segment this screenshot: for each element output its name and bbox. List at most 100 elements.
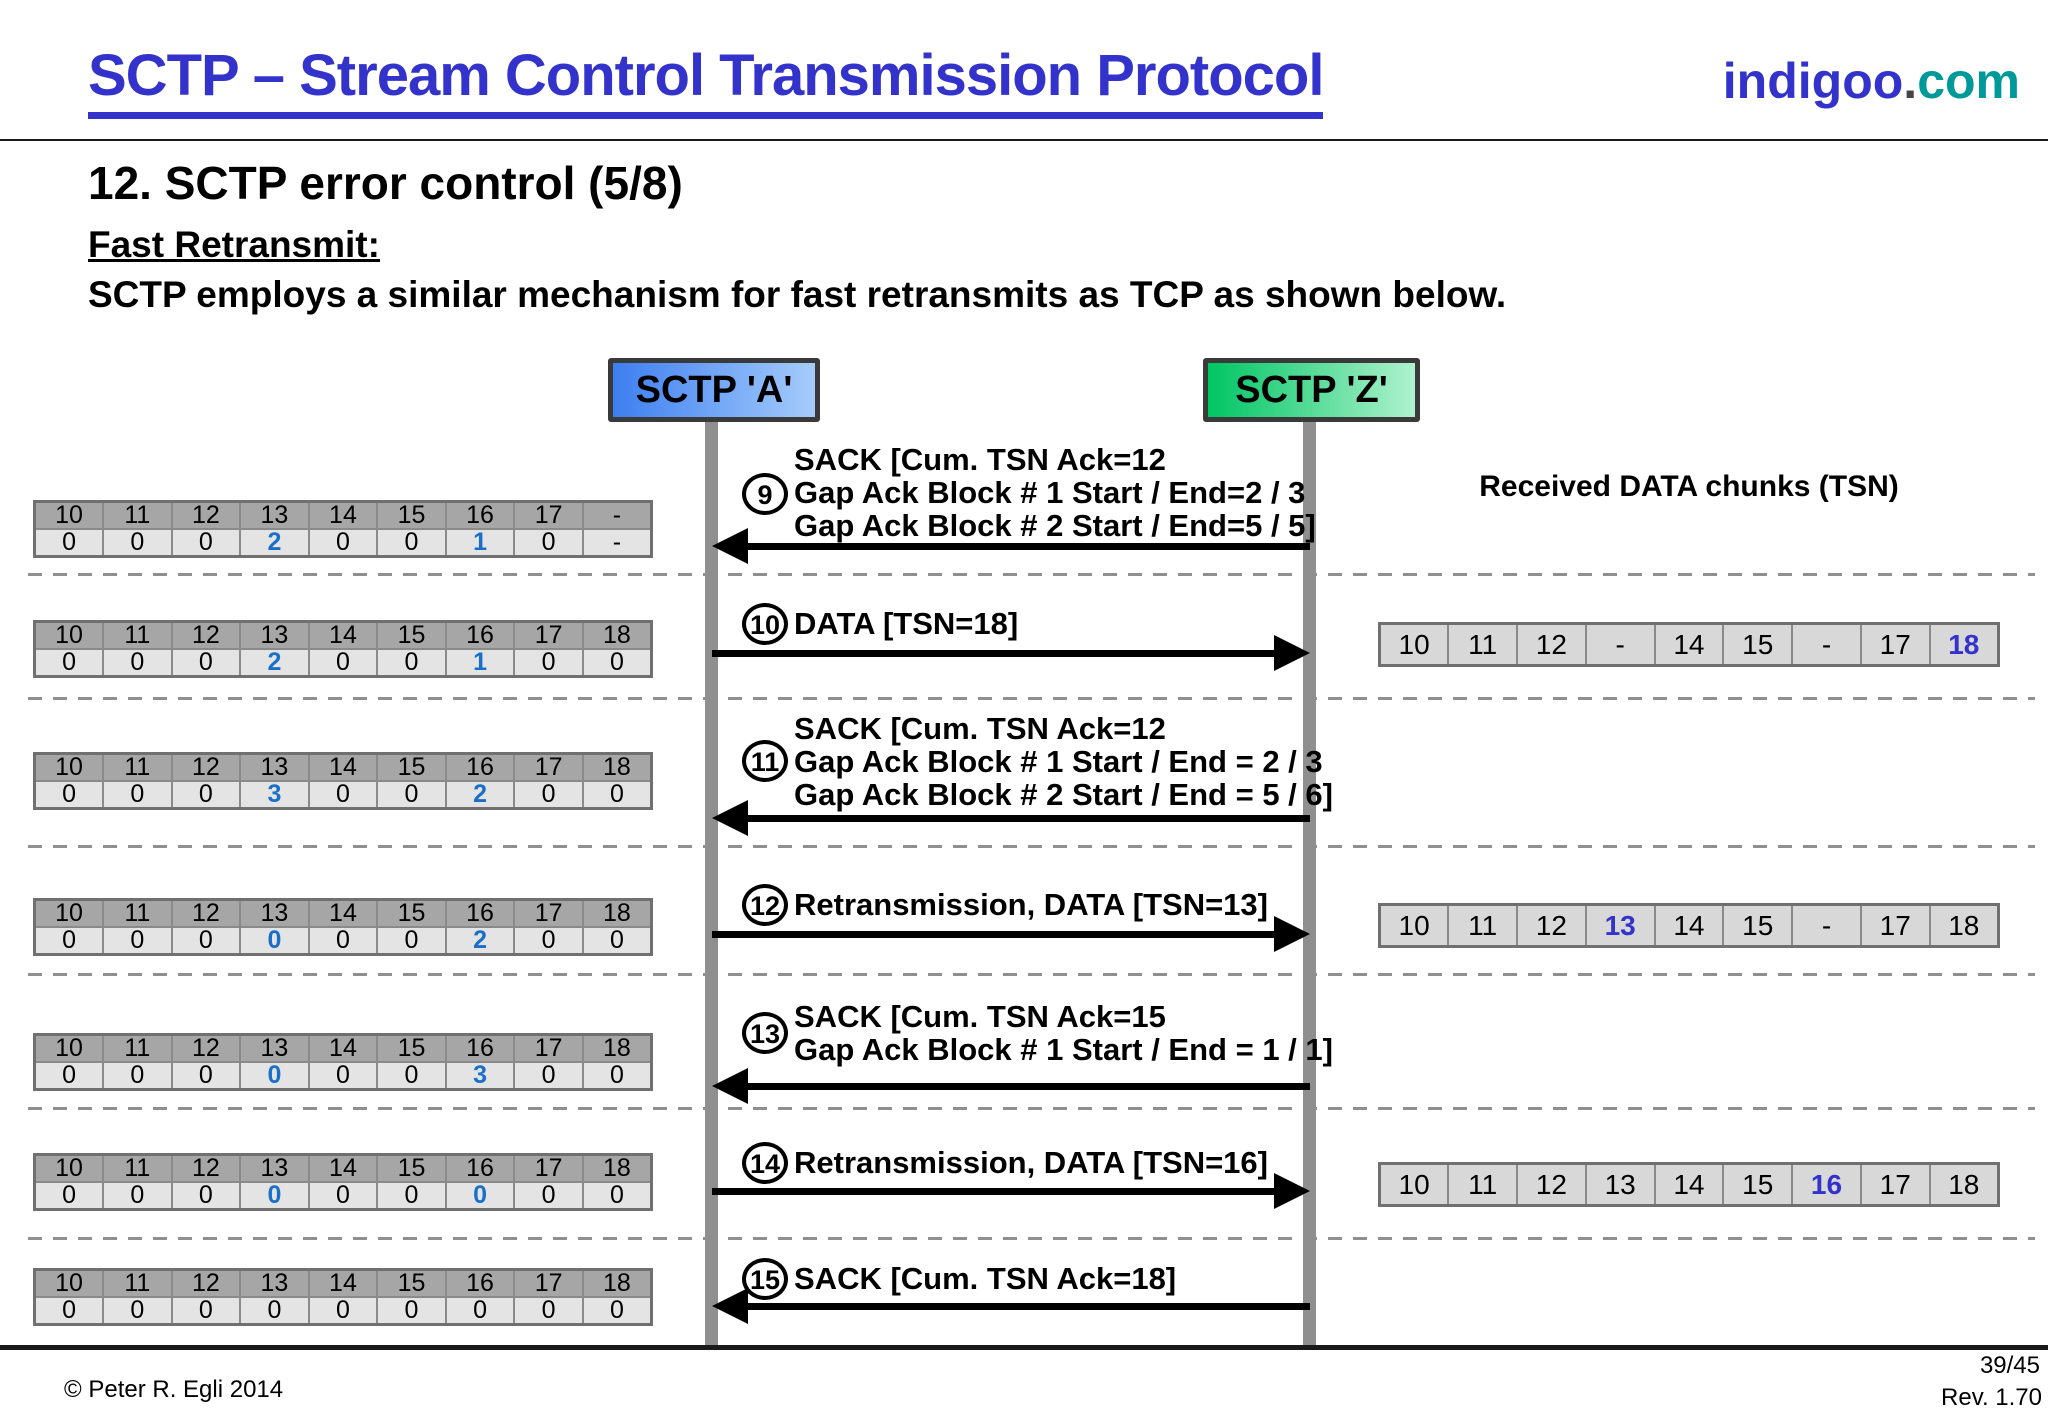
message-line: Gap Ack Block # 1 Start / End = 1 / 1] [794, 1032, 1333, 1067]
table-cell: 17 [1859, 903, 1931, 948]
table-cell: 0 [376, 780, 447, 810]
table-cell: 14 [307, 500, 379, 530]
table-cell: 15 [376, 1153, 447, 1183]
table-cell: 12 [1516, 1162, 1587, 1207]
table-cell: 0 [513, 780, 584, 810]
table-cell: - [581, 528, 653, 558]
message-sack-9: 9 SACK [Cum. TSN Ack=12 Gap Ack Block # … [742, 443, 1382, 542]
table-cell: 18 [1928, 622, 2000, 667]
table-cell: 11 [1447, 903, 1519, 948]
brand-name: indigoo [1722, 53, 1904, 109]
table-cell: 3 [239, 780, 310, 810]
arrow-to-z-icon [712, 1173, 1310, 1209]
table-cell: 0 [581, 780, 653, 810]
table-cell: 0 [102, 1296, 173, 1326]
table-cell: 18 [581, 752, 653, 782]
step-number-badge: 11 [742, 740, 788, 782]
table-cell: 13 [239, 1268, 310, 1298]
step-number-badge: 10 [742, 603, 788, 645]
brand-dot: . [1903, 53, 1918, 109]
table-cell: 0 [170, 926, 242, 956]
table-cell: 0 [170, 648, 242, 678]
table-cell: 0 [513, 1181, 584, 1211]
table-cell: 11 [102, 1268, 173, 1298]
received-chunks-header: Received DATA chunks (TSN) [1479, 470, 1899, 503]
table-cell: 0 [102, 648, 173, 678]
table-cell: 1 [444, 648, 516, 678]
table-cell: 2 [239, 648, 310, 678]
table-cell: 1 [444, 528, 516, 558]
message-line: Gap Ack Block # 2 Start / End = 5 / 6] [794, 777, 1333, 812]
table-cell: 14 [307, 752, 379, 782]
table-cell: 12 [170, 1268, 242, 1298]
table-cell: 14 [307, 898, 379, 928]
table-cell: 16 [444, 752, 516, 782]
dashed-separator [28, 1107, 2035, 1110]
table-cell: 17 [513, 898, 584, 928]
table-cell: 16 [444, 620, 516, 650]
table-cell: 3 [444, 1061, 516, 1091]
table-cell: 15 [1722, 1162, 1794, 1207]
table-cell: 0 [102, 926, 173, 956]
endpoint-sctp-a: SCTP 'A' [608, 358, 820, 422]
table-cell: 0 [170, 1061, 242, 1091]
table-cell: 0 [33, 528, 105, 558]
table-cell: 0 [239, 1296, 310, 1326]
revision-label: Rev. 1.70 [1941, 1384, 2042, 1411]
table-cell: 0 [581, 1296, 653, 1326]
step-number-badge: 9 [742, 473, 788, 515]
table-cell: 0 [239, 1181, 310, 1211]
table-cell: 12 [170, 1153, 242, 1183]
table-cell: 13 [1584, 903, 1656, 948]
table-cell: 18 [581, 1153, 653, 1183]
endpoint-sctp-z: SCTP 'Z' [1203, 358, 1420, 422]
table-cell: 13 [239, 1033, 310, 1063]
table-cell: 12 [170, 500, 242, 530]
arrow-to-a-icon [712, 1068, 1310, 1104]
table-cell: 15 [376, 752, 447, 782]
dashed-separator [28, 573, 2035, 576]
table-cell: 17 [513, 1153, 584, 1183]
table-cell: 11 [1447, 1162, 1519, 1207]
table-cell: 12 [170, 752, 242, 782]
dashed-separator [28, 845, 2035, 848]
table-cell: 12 [1516, 622, 1587, 667]
table-cell: 0 [33, 926, 105, 956]
table-cell: 0 [376, 1296, 447, 1326]
table-cell: 10 [1378, 1162, 1450, 1207]
table-cell: 10 [33, 620, 105, 650]
page-number: 39/45 [1979, 1352, 2040, 1379]
table-cell: 2 [444, 780, 516, 810]
arrow-to-a-icon [712, 800, 1310, 836]
message-sack-13: 13 SACK [Cum. TSN Ack=15 Gap Ack Block #… [742, 1000, 1382, 1066]
table-cell: 13 [1584, 1162, 1656, 1207]
table-cell: 2 [239, 528, 310, 558]
table-cell: 16 [444, 1033, 516, 1063]
table-cell: 0 [102, 1061, 173, 1091]
table-cell: 0 [513, 926, 584, 956]
table-cell: 13 [239, 500, 310, 530]
table-cell: 15 [376, 620, 447, 650]
table-cell: 0 [239, 1061, 310, 1091]
endpoint-z-label: SCTP 'Z' [1235, 368, 1388, 411]
table-cell: 0 [513, 648, 584, 678]
table-cell: 14 [1653, 622, 1725, 667]
table-cell: 14 [1653, 1162, 1725, 1207]
message-line: Retransmission, DATA [TSN=13] [794, 887, 1268, 922]
message-line: Retransmission, DATA [TSN=16] [794, 1145, 1268, 1180]
table-cell: 0 [444, 1181, 516, 1211]
